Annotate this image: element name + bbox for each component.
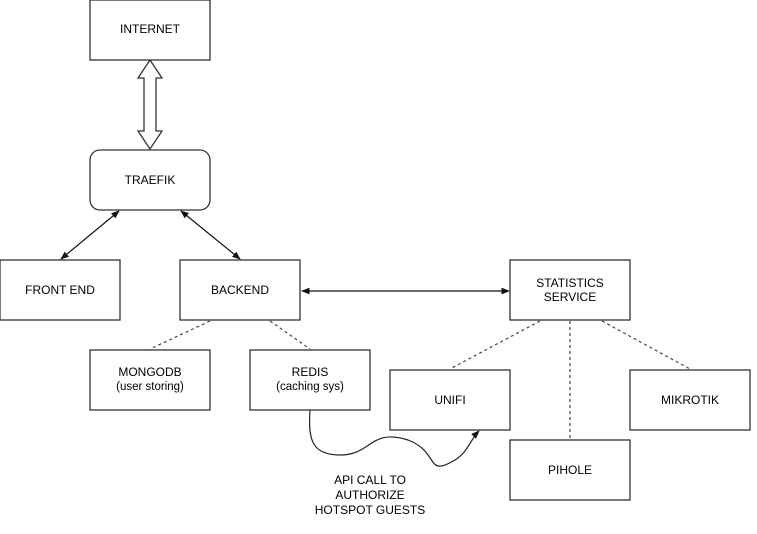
traefik-label: TRAEFIK	[125, 173, 176, 187]
traefik-node: TRAEFIK	[89, 149, 211, 211]
internet-node: INTERNET	[89, 0, 211, 61]
edge-label-line3: HOTSPOT GUESTS	[315, 503, 425, 517]
edge-label-line1: API CALL TO	[334, 473, 406, 487]
statistics-service-node: STATISTICS SERVICE	[509, 259, 631, 321]
statistics-label-line1: STATISTICS	[536, 276, 604, 290]
mongodb-node: MONGODB (user storing)	[89, 349, 211, 411]
traefik-frontend-edge	[60, 210, 120, 260]
mongodb-label: MONGODB	[118, 365, 181, 379]
pihole-node: PIHOLE	[509, 439, 631, 501]
front-end-label: FRONT END	[25, 283, 95, 297]
redis-node: REDIS (caching sys)	[249, 349, 371, 411]
unifi-label: UNIFI	[434, 393, 465, 407]
mongodb-sublabel: (user storing)	[116, 381, 184, 393]
mikrotik-label: MIKROTIK	[661, 393, 719, 407]
mikrotik-node: MIKROTIK	[629, 369, 751, 431]
front-end-node: FRONT END	[0, 259, 121, 321]
backend-redis-edge	[269, 320, 311, 350]
statistics-label-line2: SERVICE	[544, 290, 596, 304]
traefik-backend-edge	[180, 210, 241, 260]
internet-traefik-double-arrow	[136, 58, 164, 151]
unifi-node: UNIFI	[389, 369, 511, 431]
redis-label: REDIS	[292, 365, 329, 379]
backend-mongodb-edge	[149, 320, 211, 350]
internet-label: INTERNET	[120, 22, 181, 36]
edge-label-line2: AUTHORIZE	[335, 488, 404, 502]
redis-sublabel: (caching sys)	[276, 381, 344, 393]
backend-node: BACKEND	[179, 259, 301, 321]
backend-label: BACKEND	[211, 283, 269, 297]
statistics-unifi-edge	[449, 320, 541, 370]
statistics-mikrotik-edge	[601, 320, 691, 370]
redis-unifi-edge-label: API CALL TO AUTHORIZE HOTSPOT GUESTS	[315, 473, 425, 517]
redis-unifi-curve-edge	[308, 409, 480, 467]
pihole-label: PIHOLE	[548, 463, 592, 477]
